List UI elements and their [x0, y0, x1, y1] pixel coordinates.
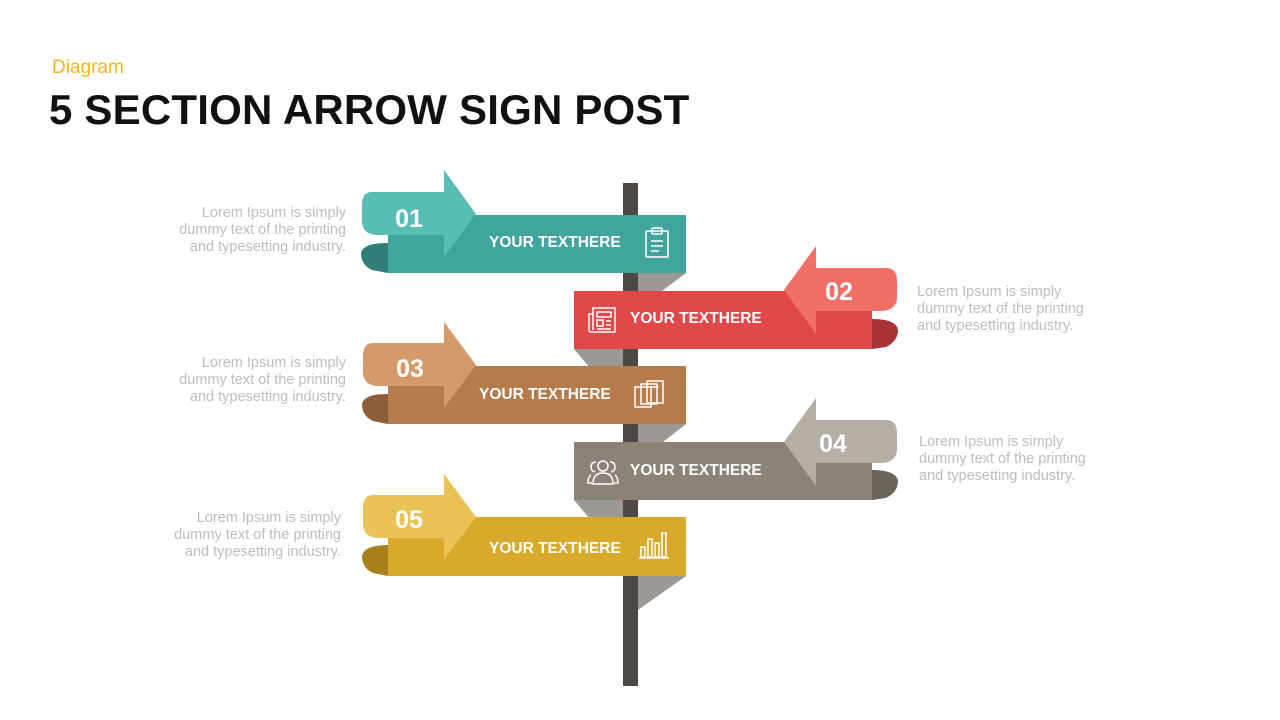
- shadow-5: [638, 576, 686, 610]
- diagram-kicker: Diagram: [52, 57, 124, 78]
- sign-2-label: YOUR TEXTHERE: [630, 310, 762, 327]
- shadow-1: [638, 273, 686, 294]
- description-5: Lorem Ipsum is simply dummy text of the …: [174, 510, 341, 560]
- sign-1-number: 01: [395, 205, 423, 233]
- sign-1-fold: [361, 243, 388, 273]
- sign-4-arrow: [784, 398, 897, 486]
- sign-1-label: YOUR TEXTHERE: [489, 234, 621, 251]
- sign-4-number: 04: [819, 430, 847, 458]
- description-4: Lorem Ipsum is simply dummy text of the …: [919, 434, 1086, 484]
- sign-4: 04 YOUR TEXTHERE: [574, 398, 898, 500]
- bar-chart-icon: [639, 532, 669, 559]
- sign-1-arrow: [362, 170, 476, 257]
- sign-3: 03 YOUR TEXTHERE: [362, 322, 686, 424]
- sign-3-fold: [362, 394, 388, 424]
- sign-5-number: 05: [395, 506, 423, 534]
- description-3: Lorem Ipsum is simply dummy text of the …: [179, 355, 346, 405]
- sign-5-arrow: [363, 474, 476, 560]
- sign-5-fold: [362, 545, 388, 576]
- sign-1: 01 YOUR TEXTHERE: [361, 170, 686, 273]
- users-icon: [587, 460, 619, 485]
- sign-4-label: YOUR TEXTHERE: [630, 462, 762, 479]
- newspaper-icon: [588, 307, 616, 333]
- sign-2-arrow: [784, 246, 897, 334]
- documents-icon: [634, 380, 664, 408]
- sign-3-arrow: [363, 322, 476, 408]
- sign-4-fold: [872, 470, 898, 500]
- clipboard-icon: [645, 227, 669, 258]
- description-2: Lorem Ipsum is simply dummy text of the …: [917, 284, 1084, 334]
- sign-3-label: YOUR TEXTHERE: [479, 386, 611, 403]
- sign-2-fold: [872, 319, 898, 349]
- shadow-3: [638, 424, 686, 446]
- sign-2-number: 02: [825, 278, 853, 306]
- description-1: Lorem Ipsum is simply dummy text of the …: [179, 205, 346, 255]
- sign-3-number: 03: [396, 355, 424, 383]
- shadow-4: [574, 500, 623, 519]
- sign-5: 05 YOUR TEXTHERE: [362, 474, 686, 576]
- sign-2: 02 YOUR TEXTHERE: [574, 246, 898, 349]
- sign-5-label: YOUR TEXTHERE: [489, 540, 621, 557]
- page-title: 5 SECTION ARROW SIGN POST: [49, 86, 690, 133]
- shadow-2: [574, 349, 623, 368]
